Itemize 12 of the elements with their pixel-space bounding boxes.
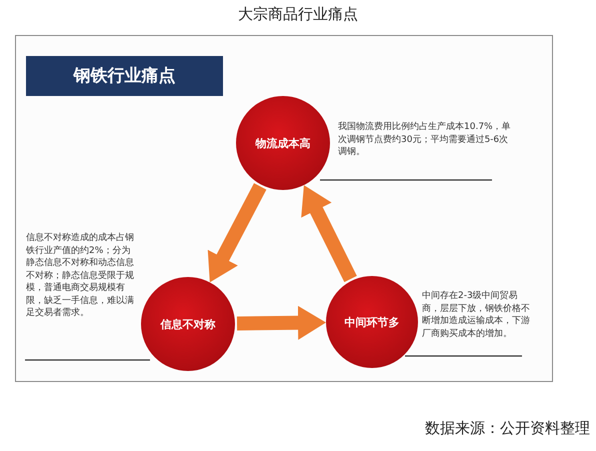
block-arrow [301,185,357,282]
node-label: 信息不对称 [159,316,216,332]
block-arrow [208,183,266,282]
source-note: 数据来源：公开资料整理 [424,419,590,438]
page-title: 大宗商品行业痛点 [237,5,359,24]
block-arrow [236,306,326,340]
description-text: 中间存在2-3级中间贸易商，层层下放，钢铁价格不断增加造成运输成本，下游厂商购买成本的增加。 [422,290,531,340]
heading-band: 钢铁行业痛点 [26,56,223,96]
description-text: 信息不对称造成的成本占钢铁行业产值的约2%；分为静态信息不对称和动态信息不对称；静态信息受限于规模，普通电商交易规模有限，缺乏一手信息，难以满足交易者需求。 [26,232,135,320]
description-text: 我国物流费用比例约占生产成本10.7%，单次调钢节点费约30元；平均需要通过5-6次调钢。 [338,121,512,158]
node-label: 中间环节多 [344,314,400,330]
node-label: 物流成本高 [254,136,312,152]
